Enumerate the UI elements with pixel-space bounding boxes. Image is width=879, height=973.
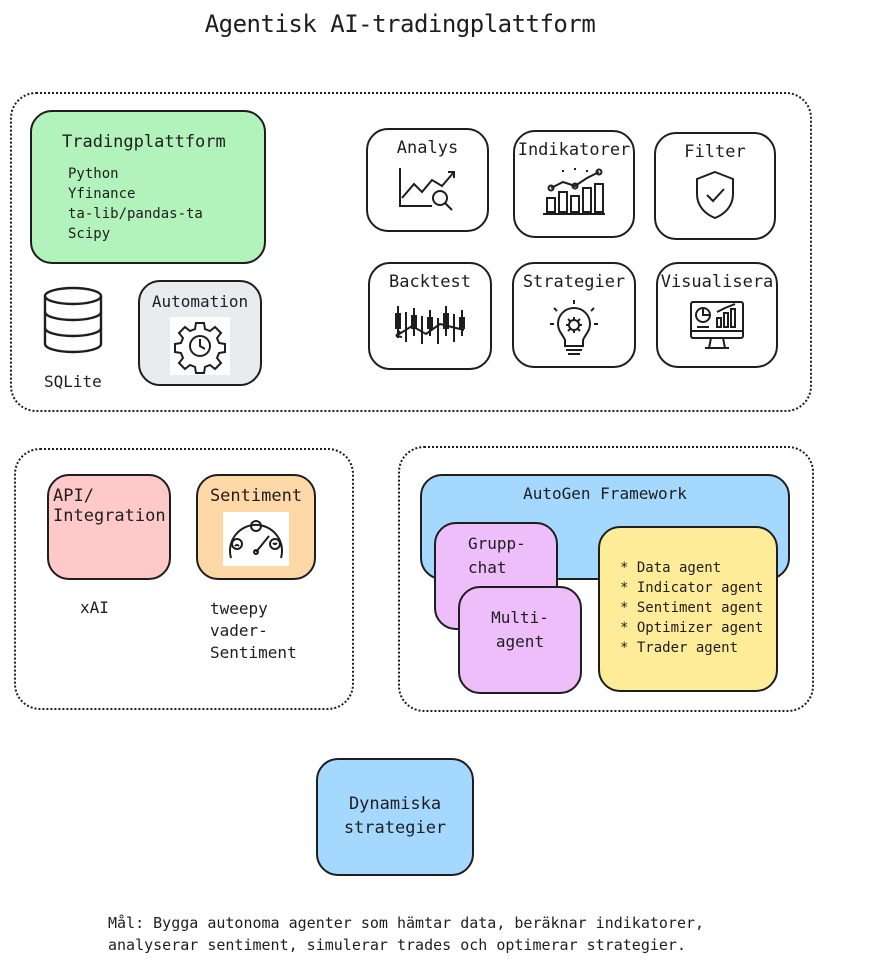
agent-item: * Sentiment agent [620,600,764,616]
gear-clock-icon [170,317,230,375]
sentiment-caption: tweepy vader- Sentiment [210,598,297,664]
feature-visualisera: Visualisera [656,262,778,368]
result-label: strategier [343,818,447,838]
groupchat-label: Grupp- [468,534,526,553]
feature-label: Backtest [389,272,471,292]
feature-label: Filter [684,142,746,162]
automation-card: Automation [138,280,262,386]
database-icon [43,286,103,354]
multiagent-label: Multi- [491,608,549,627]
groupchat-label: chat [468,558,507,577]
platform-group [10,92,812,412]
agent-item: * Indicator agent [620,580,764,596]
integration-label: Integration [53,506,166,526]
agent-item: * Optimizer agent [620,620,764,636]
automation-label: Automation [151,292,249,311]
api-caption: xAI [80,598,109,617]
feature-analys: Analys [366,128,489,232]
goal-line: analyserar sentiment, simulerar trades o… [108,936,686,954]
lib-item: ta-lib/pandas-ta [68,206,203,222]
lightbulb-gear-icon [550,300,598,355]
dynamic-strategies-card: Dynamiska strategier [316,758,474,876]
feature-label: Indikatorer [517,140,631,160]
feature-label: Visualisera [660,272,774,292]
multiagent-card: Multi- agent [458,586,582,694]
agent-item: * Data agent [620,560,722,576]
feature-filter: Filter [654,132,776,240]
api-label: API/ [53,486,94,506]
api-integration-card: API/ Integration [47,474,171,580]
feature-strategier: Strategier [512,262,636,368]
result-label: Dynamiska [348,794,442,814]
feature-label: Analys [396,138,459,158]
goal-text: Mål: Bygga autonoma agenter som hämtar d… [108,912,868,956]
autogen-group [398,446,814,712]
sentiment-label: Sentiment [209,486,303,506]
goal-line: Mål: Bygga autonoma agenter som hämtar d… [108,914,705,932]
sentiment-gauge-icon [223,512,289,566]
shield-check-icon [696,170,734,220]
multiagent-label: agent [495,632,545,651]
lib-item: Scipy [68,226,111,242]
feature-backtest: Backtest [368,262,492,370]
feature-label: Strategier [522,272,626,292]
lib-item: Python [68,166,119,182]
tradingplattform-card: Tradingplattform Python Yfinance ta-lib/… [30,110,266,264]
caption-line: vader- [210,621,268,640]
candlestick-icon [395,306,465,344]
monitor-dashboard-icon [690,301,744,349]
agents-list-card: * Data agent * Indicator agent * Sentime… [598,526,778,692]
chart-magnifier-icon [398,168,455,211]
lib-item: Yfinance [68,186,136,202]
feature-indikatorer: Indikatorer [513,130,635,238]
bar-chart-icon [543,168,605,215]
sqlite-label: SQLite [44,372,102,391]
caption-line: tweepy [210,599,268,618]
agent-item: * Trader agent [620,640,739,656]
framework-label: AutoGen Framework [523,484,687,503]
sentiment-card: Sentiment [196,474,316,580]
tradingplattform-title: Tradingplattform [62,132,226,152]
caption-line: Sentiment [210,643,297,662]
diagram-title: Agentisk AI-tradingplattform [204,10,596,38]
integration-group [14,448,354,710]
